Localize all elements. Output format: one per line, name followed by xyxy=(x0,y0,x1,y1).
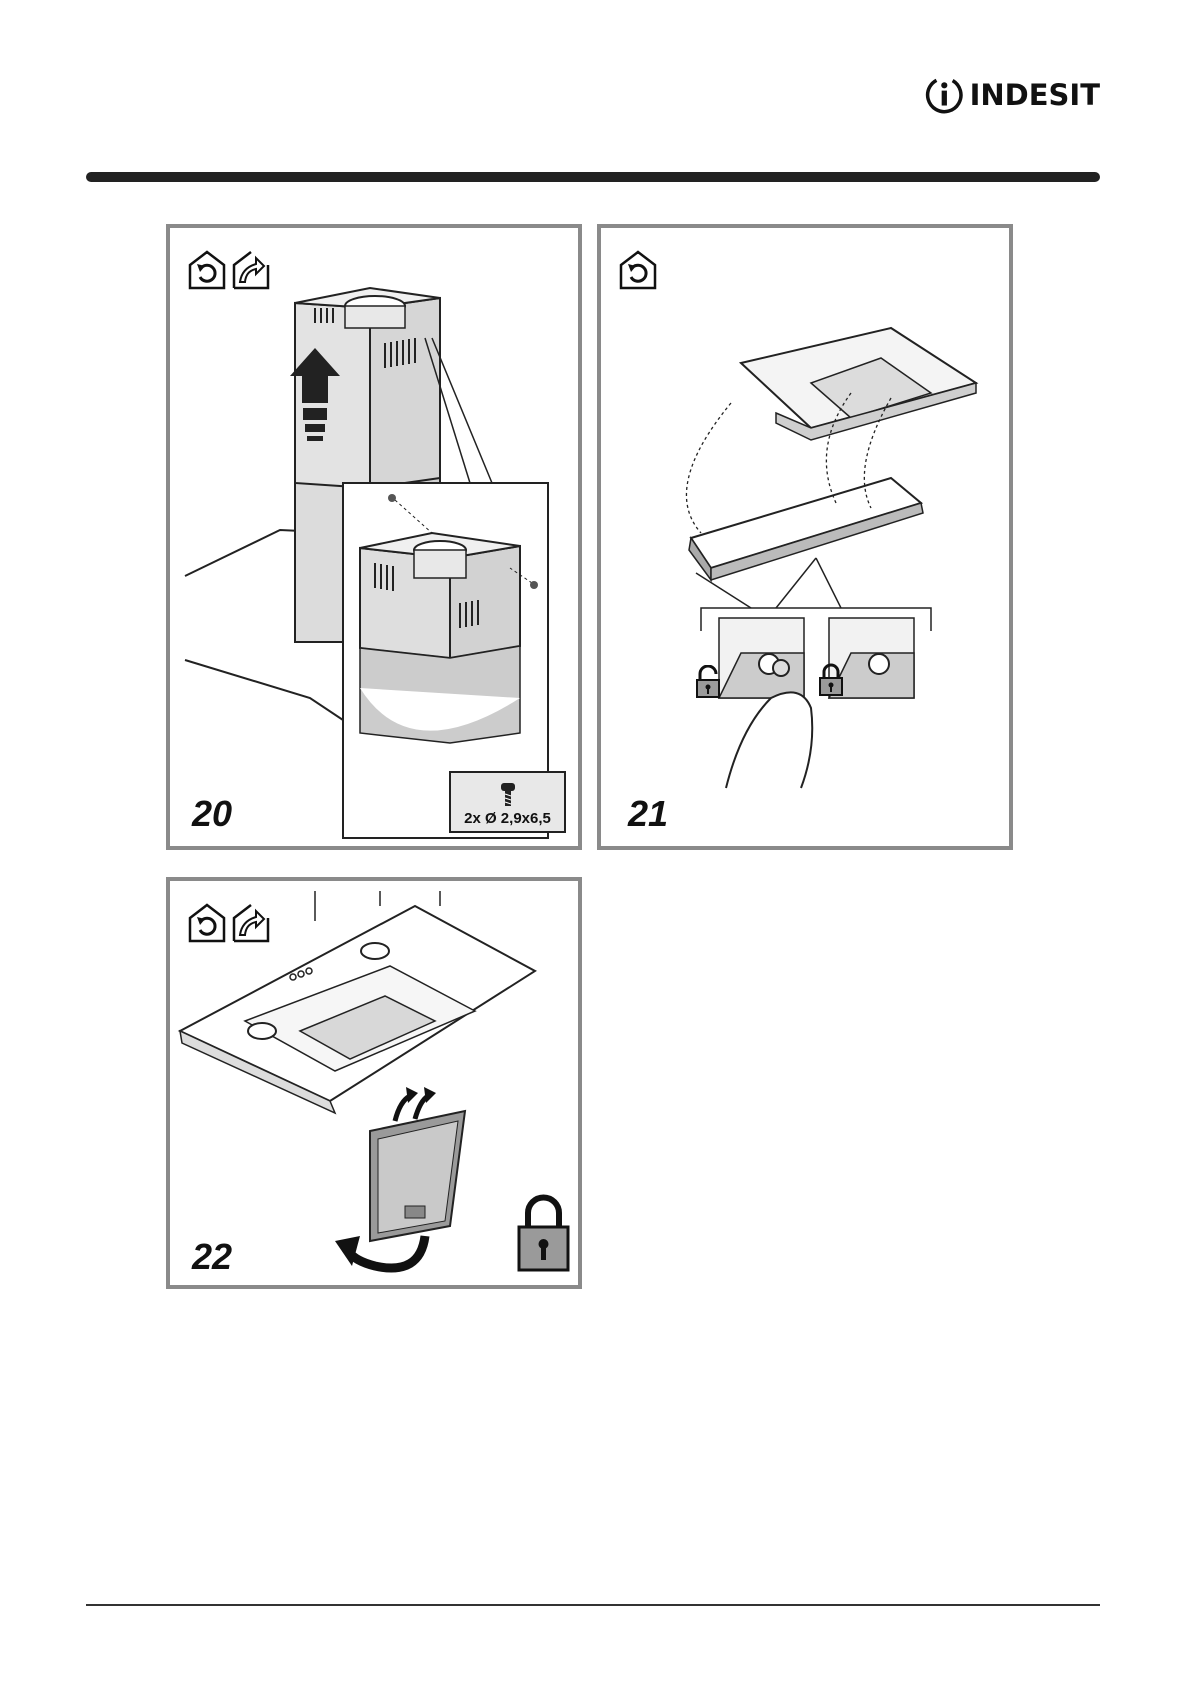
recirculation-house-icon xyxy=(188,250,226,290)
figure-number: 22 xyxy=(192,1236,232,1278)
chimney-extension-illustration xyxy=(170,228,578,846)
extraction-house-icon xyxy=(232,250,270,290)
screw-icon xyxy=(498,782,518,808)
brand-logo: INDESIT xyxy=(925,70,1100,120)
figure-20-panel: 2x Ø 2,9x6,5 20 xyxy=(166,224,582,850)
figure-number: 20 xyxy=(192,793,232,835)
recirculation-house-icon xyxy=(619,250,657,290)
extraction-house-icon xyxy=(232,903,270,943)
screw-spec-box: 2x Ø 2,9x6,5 xyxy=(449,771,566,833)
lock-icon xyxy=(818,663,844,697)
recirculation-house-icon xyxy=(188,903,226,943)
lock-icon xyxy=(516,1193,571,1273)
figure-number: 21 xyxy=(628,793,668,835)
carbon-filter-illustration xyxy=(601,228,1009,846)
screw-spec-label: 2x Ø 2,9x6,5 xyxy=(464,810,551,827)
unlock-icon xyxy=(695,665,721,699)
indesit-logo-icon xyxy=(925,73,964,117)
figure-21-panel: 21 xyxy=(597,224,1013,850)
footer-rule xyxy=(86,1604,1100,1606)
brand-name: INDESIT xyxy=(970,78,1100,112)
header-rule xyxy=(86,172,1100,182)
figure-22-panel: 22 xyxy=(166,877,582,1289)
